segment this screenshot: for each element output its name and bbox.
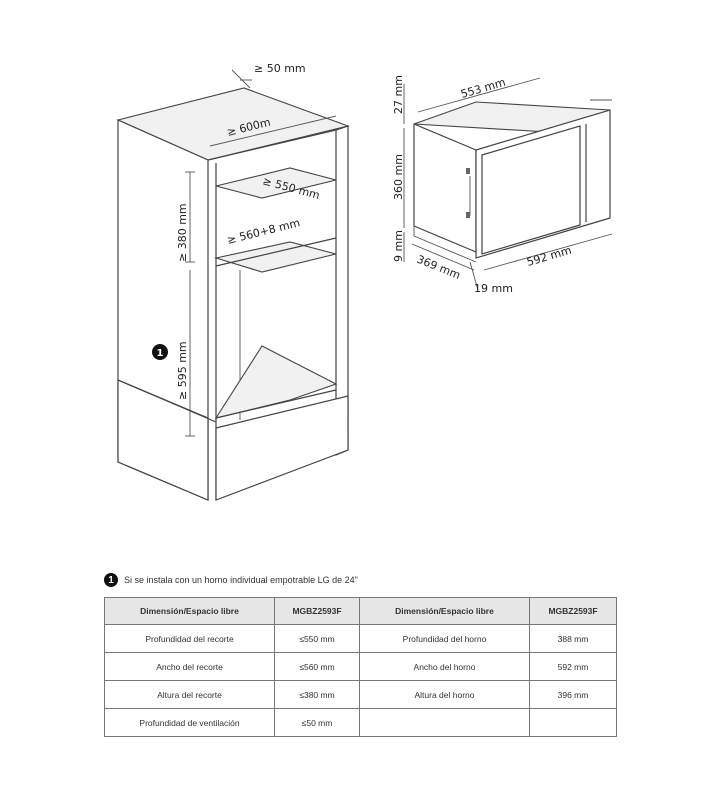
- table-cell: Ancho del recorte: [104, 652, 275, 681]
- table-cell: Altura del recorte: [104, 680, 275, 709]
- marker-badge: [152, 344, 168, 360]
- table-cell: 388 mm: [529, 624, 617, 653]
- dim-frame-top: 27 mm: [392, 75, 405, 114]
- table-cell: [359, 708, 530, 737]
- dim-cutout-height: ≥ 380 mm: [176, 203, 189, 262]
- table-row: Profundidad de ventilación ≤50 mm: [104, 708, 617, 737]
- installation-diagram: ≥ 50 mm ≥ 600m ≥ 550 mm ≥ 560+8 mm ≥ 380…: [116, 62, 613, 501]
- table-cell: ≤50 mm: [274, 708, 360, 737]
- oven-side: [413, 123, 477, 253]
- table-cell: Profundidad del horno: [359, 624, 530, 653]
- note-text: Si se instala con un horno individual em…: [124, 575, 358, 585]
- dim-lower-height: ≥ 595 mm: [176, 341, 189, 400]
- table-row: Profundidad del recorte ≤550 mm Profundi…: [104, 624, 617, 653]
- table-cell: Altura del horno: [359, 680, 530, 709]
- plinth-front: [215, 395, 349, 501]
- oven-door: [481, 125, 581, 255]
- table-cell: ≤560 mm: [274, 652, 360, 681]
- header-model-left: MGBZ2593F: [274, 597, 360, 625]
- note-badge: 1: [104, 573, 118, 587]
- header-dimension-right: Dimensión/Espacio libre: [359, 597, 530, 625]
- marker-label: 1: [157, 348, 164, 359]
- dim-oven-width-top: 553 mm: [459, 76, 507, 101]
- dimensions-table: Dimensión/Espacio libre MGBZ2593F Dimens…: [104, 597, 617, 737]
- dim-bottom-gap: 9 mm: [392, 230, 405, 262]
- dim-front-depth: 19 mm: [474, 282, 513, 295]
- dim-body-height: 360 mm: [392, 154, 405, 200]
- table-cell: Ancho del horno: [359, 652, 530, 681]
- header-dimension-left: Dimensión/Espacio libre: [104, 597, 275, 625]
- installation-note: 1 Si se instala con un horno individual …: [104, 570, 358, 590]
- dim-oven-depth: 369 mm: [415, 253, 462, 282]
- cutout-shelf: [213, 241, 337, 273]
- table-row: Ancho del recorte ≤560 mm Ancho del horn…: [104, 652, 617, 681]
- table-cell: Profundidad del recorte: [104, 624, 275, 653]
- table-cell: [529, 708, 617, 737]
- table-cell: ≤380 mm: [274, 680, 360, 709]
- oven-drawing: [413, 101, 611, 263]
- table-header-row: Dimensión/Espacio libre MGBZ2593F Dimens…: [104, 597, 617, 625]
- dim-front-width: 592 mm: [525, 244, 573, 269]
- table-cell: 592 mm: [529, 652, 617, 681]
- table-cell: 396 mm: [529, 680, 617, 709]
- header-model-right: MGBZ2593F: [529, 597, 617, 625]
- upper-shelf: [215, 167, 337, 199]
- table-row: Altura del recorte ≤380 mm Altura del ho…: [104, 680, 617, 709]
- cabinet-drawing: [116, 87, 350, 501]
- table-cell: Profundidad de ventilación: [104, 708, 275, 737]
- dim-depth-clearance: ≥ 50 mm: [254, 62, 306, 75]
- table-cell: ≤550 mm: [274, 624, 360, 653]
